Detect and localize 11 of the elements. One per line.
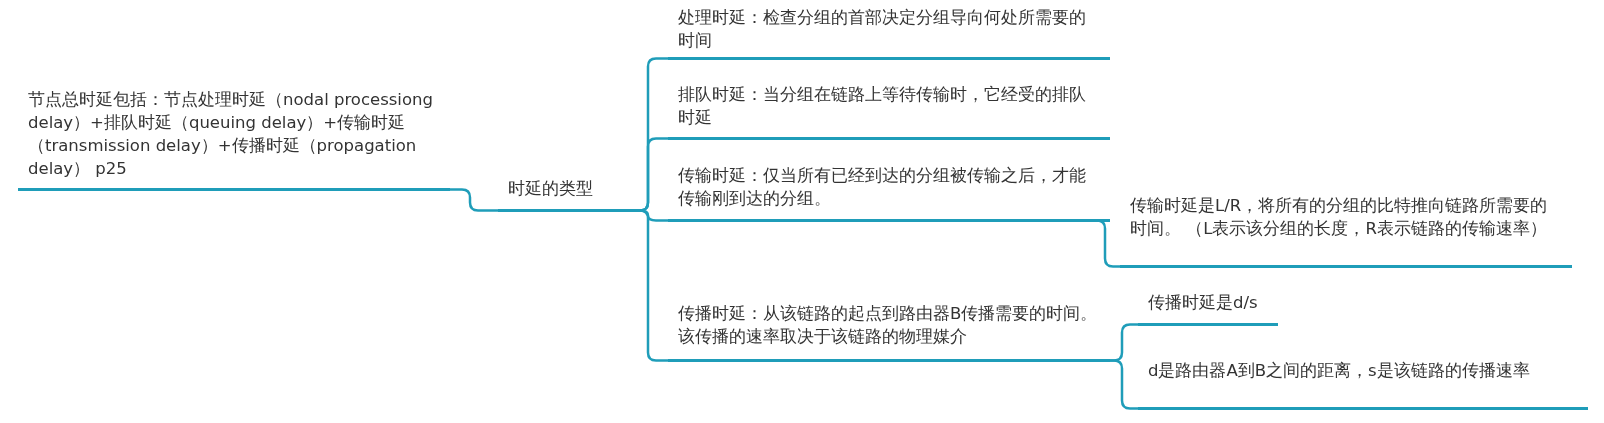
topic-item: 时延的类型 (498, 168, 630, 212)
topic-item: 节点总时延包括：节点处理时延（nodal processiong delay）+排队时延（queuing delay）+传输时延（transmission delay）+传播时延（propagation delay） p25 (18, 80, 450, 191)
topic-item: 传播时延：从该链路的起点到路由器B传播需要的时间。该传播的速率取决于该链路的物理媒介 (668, 290, 1110, 362)
topic-item: 传输时延：仅当所有已经到达的分组被传输之后，才能传输刚到达的分组。 (668, 155, 1110, 222)
topic-item: 处理时延：检查分组的首部决定分组导向何处所需要的时间 (668, 0, 1110, 60)
brace-connector (450, 188, 498, 212)
topic-item: d是路由器A到B之间的距离，s是该链路的传播速率 (1138, 334, 1588, 410)
topic-item: 传播时延是d/s (1138, 282, 1278, 326)
brace-connector (1110, 359, 1138, 410)
topic-item: 传输时延是L/R，将所有的分组的比特推向链路所需要的时间。 （L表示该分组的长度，R表示链路的传输速率） (1120, 168, 1572, 268)
topic-item: 排队时延：当分组在链路上等待传输时，它经受的排队时延 (668, 74, 1110, 140)
